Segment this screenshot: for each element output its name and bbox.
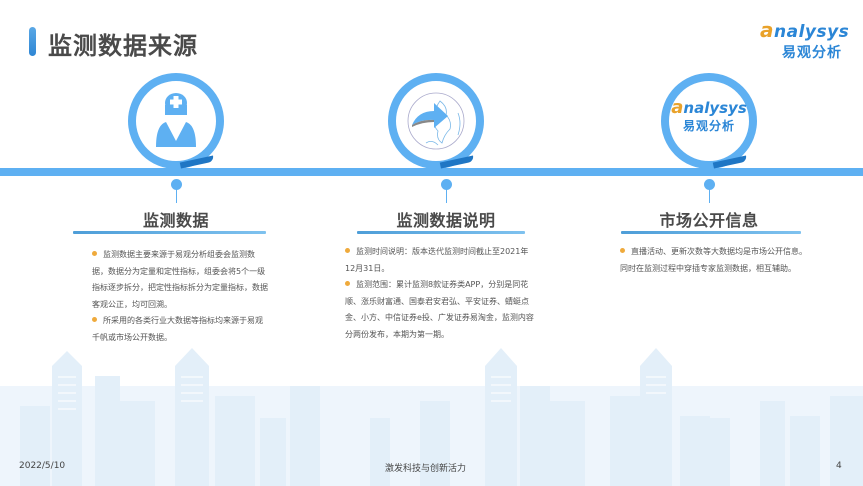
timeline-pin-stem [176, 189, 177, 203]
analysys-logo-icon: analysys 易观分析 [671, 97, 747, 134]
section-underline [73, 231, 266, 234]
logo-english: analysys [760, 18, 850, 42]
circle-data-explanation [388, 73, 484, 169]
bullet-item: 监测范围：累计监测8款证券类APP，分别是同花顺、涨乐财富通、国泰君安君弘、平安… [345, 280, 534, 339]
bullet-item: 监测数据主要来源于易观分析组委会监测数据，数据分为定量和定性指标，组委会将5个一… [92, 250, 268, 309]
logo-chinese: 易观分析 [782, 45, 842, 61]
circle-monitoring-data [128, 73, 224, 169]
bullet-dot-icon [92, 317, 97, 322]
circle-public-info: analysys 易观分析 [661, 73, 757, 169]
title-accent-bar [29, 27, 36, 56]
city-skyline-background [0, 348, 863, 486]
bullet-item: 直播活动、更新次数等大数据均是市场公开信息。同时在监测过程中穿插专家监测数据，相… [620, 247, 807, 273]
timeline-pin-stem [709, 189, 710, 203]
section-body-monitoring-data: 监测数据主要来源于易观分析组委会监测数据，数据分为定量和定性指标，组委会将5个一… [92, 247, 268, 346]
footer-date: 2022/5/10 [19, 461, 66, 471]
bullet-dot-icon [345, 281, 350, 286]
bullet-dot-icon [92, 251, 97, 256]
section-body-public-info: 直播活动、更新次数等大数据均是市场公开信息。同时在监测过程中穿插专家监测数据，相… [620, 244, 812, 277]
timeline-pin [441, 179, 452, 190]
globe-arrow-icon [407, 92, 465, 150]
section-body-data-explanation: 监测时间说明：版本迭代监测时间截止至2021年12月31日。 监测范围：累计监测… [345, 244, 535, 343]
footer-slogan: 激发科技与创新活力 [385, 464, 467, 474]
bullet-item: 监测时间说明：版本迭代监测时间截止至2021年12月31日。 [345, 247, 529, 273]
section-underline [621, 231, 801, 234]
timeline-pin-stem [446, 189, 447, 203]
bullet-dot-icon [345, 248, 350, 253]
analysys-logo: analysys 易观分析 [760, 18, 850, 62]
timeline-bar [0, 168, 863, 176]
bullet-dot-icon [620, 248, 625, 253]
section-title-data-explanation: 监测数据说明 [396, 211, 496, 230]
timeline-pin [704, 179, 715, 190]
nurse-icon [156, 93, 196, 147]
footer-page-number: 4 [836, 461, 842, 471]
circle-shadow [712, 155, 748, 169]
section-underline [357, 231, 525, 234]
bullet-item: 所采用的各类行业大数据等指标均来源于易观千帆或市场公开数据。 [92, 316, 263, 342]
section-title-public-info: 市场公开信息 [659, 211, 759, 230]
section-title-monitoring-data: 监测数据 [142, 211, 209, 230]
page-title: 监测数据来源 [48, 32, 198, 60]
timeline-pin [171, 179, 182, 190]
